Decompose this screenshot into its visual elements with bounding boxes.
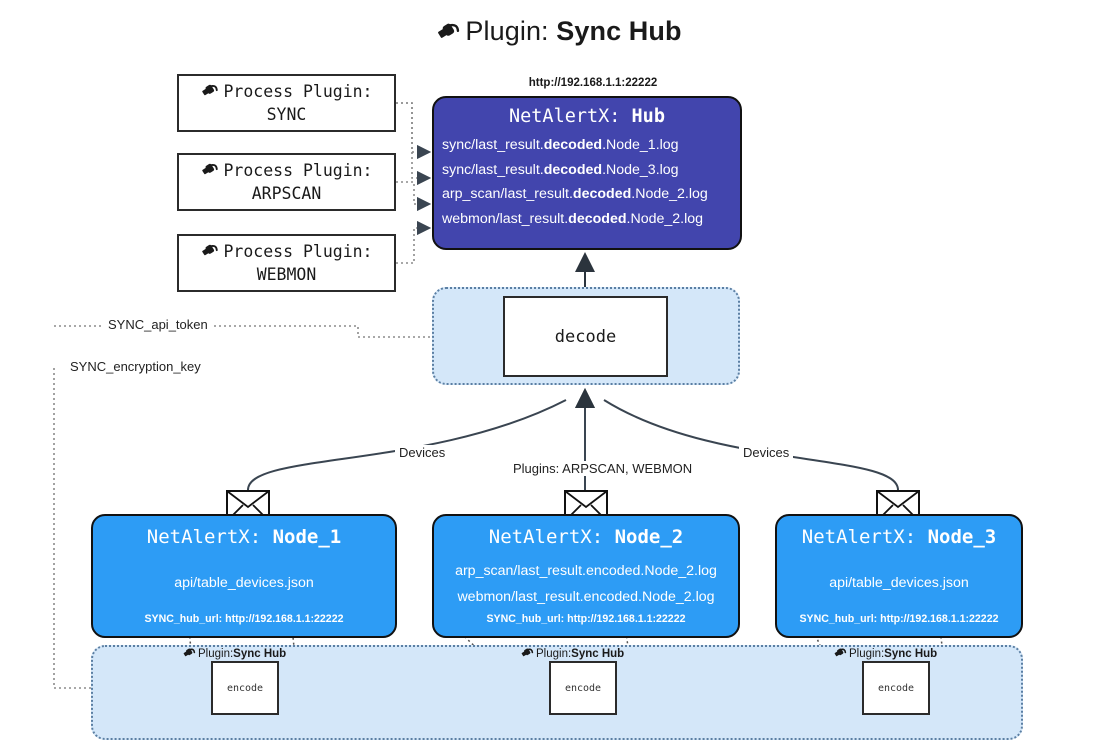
- edge-sync-to-hub: [396, 102, 432, 160]
- plug-icon: [200, 80, 219, 105]
- node-title-prefix: NetAlertX:: [146, 526, 273, 548]
- node-node2[interactable]: NetAlertX: Node_2 arp_scan/last_result.e…: [432, 514, 740, 638]
- encode-caption-prefix: Plugin:: [198, 647, 234, 660]
- encode-box-1[interactable]: encode: [211, 661, 279, 715]
- process-plugin-sync[interactable]: Process Plugin: SYNC: [177, 74, 396, 132]
- edge-label-api-token: SYNC_api_token: [104, 317, 212, 332]
- plug-icon: [435, 17, 461, 50]
- page-title-prefix: Plugin:: [465, 16, 557, 46]
- node-title: NetAlertX: Node_3: [777, 526, 1021, 548]
- encode-box-2[interactable]: encode: [549, 661, 617, 715]
- hub-log-pre: arp_scan/last_result.: [442, 186, 573, 203]
- plug-icon: [520, 645, 534, 662]
- node-node3[interactable]: NetAlertX: Node_3 api/table_devices.json…: [775, 514, 1023, 638]
- node-hub-url: SYNC_hub_url: http://192.168.1.1:22222: [144, 613, 344, 625]
- hub-log-em: decoded: [543, 161, 603, 178]
- hub-log-post: .Node_1.log: [602, 137, 679, 153]
- edge-label-encryption-key: SYNC_encryption_key: [66, 359, 205, 374]
- hub-log-line: webmon/last_result.decoded.Node_2.log: [434, 207, 740, 232]
- hub-log-post: .Node_2.log: [631, 186, 708, 203]
- edge-sync-to-hub-2: [396, 102, 432, 186]
- hub-log-pre: sync/last_result.: [442, 161, 544, 178]
- hub-title: NetAlertX: Hub: [434, 106, 740, 127]
- node-line: webmon/last_result.encoded.Node_2.log: [457, 589, 715, 605]
- hub-node[interactable]: NetAlertX: Hub sync/last_result.decoded.…: [432, 96, 742, 250]
- hub-log-em: decoded: [568, 210, 627, 227]
- encode-caption-name: Sync Hub: [233, 647, 287, 660]
- encode-caption-2: Plugin: Sync Hub: [520, 645, 624, 662]
- decode-box[interactable]: decode: [503, 296, 668, 377]
- plug-icon: [182, 645, 196, 662]
- plug-icon: [200, 240, 219, 265]
- node-hub-url: SYNC_hub_url: http://192.168.1.1:22222: [799, 613, 999, 625]
- node-line: api/table_devices.json: [829, 575, 969, 591]
- edge-arpscan-to-hub: [396, 181, 432, 212]
- page-title-name: Sync Hub: [556, 16, 682, 46]
- process-plugin-name: ARPSCAN: [251, 184, 322, 203]
- node-title: NetAlertX: Node_2: [434, 526, 738, 548]
- hub-log-em: decoded: [572, 186, 632, 203]
- node-title-name: Node_3: [927, 526, 997, 548]
- edge-webmon-to-hub: [396, 220, 432, 264]
- edge-label-devices-right: Devices: [739, 445, 794, 460]
- process-plugin-webmon[interactable]: Process Plugin: WEBMON: [177, 234, 396, 292]
- hub-log-post: .Node_2.log: [626, 210, 704, 227]
- plug-icon: [833, 645, 847, 662]
- node-line: arp_scan/last_result.encoded.Node_2.log: [455, 563, 717, 579]
- node-hub-url: SYNC_hub_url: http://192.168.1.1:22222: [486, 613, 686, 625]
- node-line: api/table_devices.json: [174, 575, 314, 591]
- hub-log-line: arp_scan/last_result.decoded.Node_2.log: [434, 182, 740, 207]
- process-plugin-label: Process Plugin:: [223, 161, 373, 181]
- hub-log-post: .Node_3.log: [602, 161, 679, 178]
- hub-title-name: Hub: [631, 106, 665, 127]
- node-title-prefix: NetAlertX:: [801, 526, 928, 548]
- node-title-name: Node_2: [614, 526, 684, 548]
- node-title-name: Node_1: [272, 526, 342, 548]
- process-plugin-name: SYNC: [266, 105, 307, 124]
- hub-title-prefix: NetAlertX:: [509, 106, 632, 127]
- plug-icon: [200, 159, 219, 184]
- encode-caption-name: Sync Hub: [884, 647, 938, 660]
- process-plugin-name: WEBMON: [256, 265, 317, 284]
- edge-label-plugins-middle: Plugins: ARPSCAN, WEBMON: [509, 461, 697, 476]
- edge-label-devices-left: Devices: [395, 445, 450, 460]
- encode-caption-prefix: Plugin:: [536, 647, 572, 660]
- process-plugin-label: Process Plugin:: [223, 82, 373, 102]
- hub-url-label: http://192.168.1.1:22222: [528, 77, 658, 89]
- hub-log-em: decoded: [543, 137, 603, 153]
- encode-box-3[interactable]: encode: [862, 661, 930, 715]
- node-title-prefix: NetAlertX:: [488, 526, 615, 548]
- encode-caption-3: Plugin: Sync Hub: [833, 645, 937, 662]
- page-title: Plugin: Sync Hub: [0, 16, 1117, 50]
- hub-log-pre: webmon/last_result.: [442, 210, 569, 227]
- encode-caption-name: Sync Hub: [571, 647, 625, 660]
- hub-log-line: sync/last_result.decoded.Node_1.log: [434, 133, 740, 158]
- process-plugin-label: Process Plugin:: [223, 242, 373, 262]
- encode-caption-prefix: Plugin:: [849, 647, 885, 660]
- hub-log-line: sync/last_result.decoded.Node_3.log: [434, 158, 740, 183]
- hub-log-pre: sync/last_result.: [442, 137, 544, 153]
- process-plugin-arpscan[interactable]: Process Plugin: ARPSCAN: [177, 153, 396, 211]
- node-node1[interactable]: NetAlertX: Node_1 api/table_devices.json…: [91, 514, 397, 638]
- node-title: NetAlertX: Node_1: [93, 526, 395, 548]
- encode-caption-1: Plugin: Sync Hub: [182, 645, 286, 662]
